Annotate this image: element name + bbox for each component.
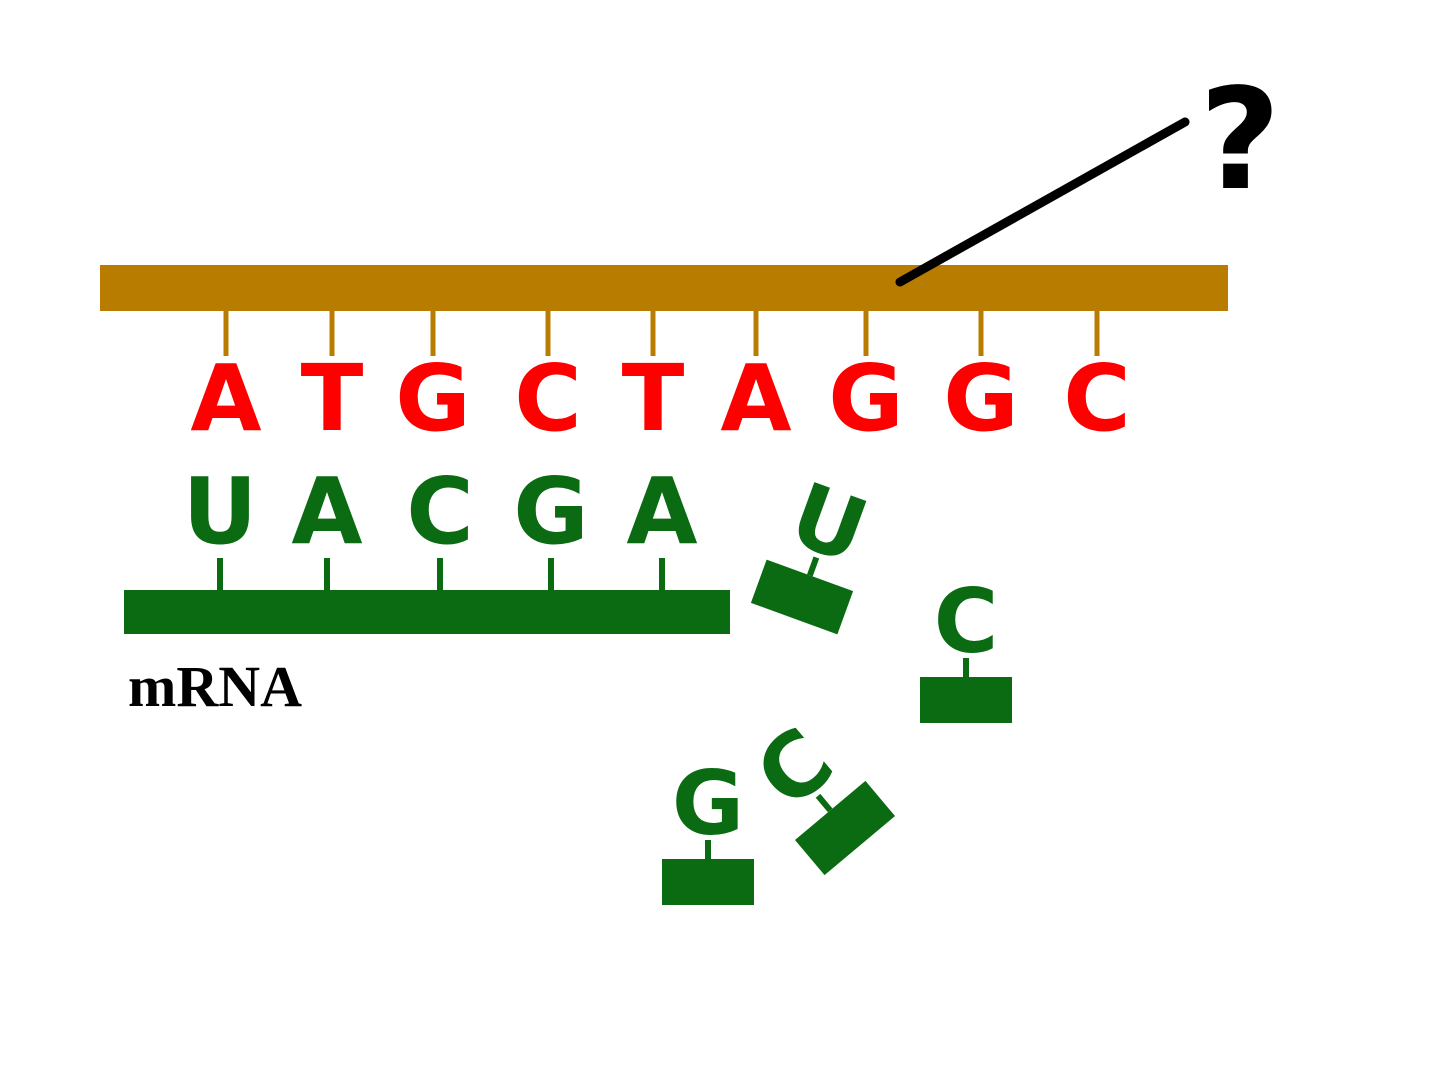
free-nucleotide: G [662, 752, 754, 905]
mrna-label: mRNA [128, 654, 302, 719]
dna-base-letter: C [1063, 345, 1131, 452]
dna-base-letter: C [514, 345, 582, 452]
free-nucleotide-letter: C [934, 570, 999, 673]
pointer-line [895, 117, 1190, 287]
dna-base-letter: A [720, 345, 791, 452]
question-mark: ? [1199, 59, 1280, 222]
mrna-base-letter: A [626, 458, 697, 565]
nucleotide-block [920, 677, 1012, 723]
mrna-base-letter: G [513, 458, 589, 565]
dna-base-letter: G [395, 345, 471, 452]
dna-base-letter: T [622, 345, 685, 452]
dna-base-letter: G [943, 345, 1019, 452]
free-nucleotide: C [737, 708, 896, 876]
nucleotide-stem [807, 556, 820, 577]
dna-base-letter: G [828, 345, 904, 452]
free-nucleotide: C [920, 570, 1012, 723]
nucleotide-block [750, 559, 854, 635]
dna-base-letter: A [190, 345, 261, 452]
mrna-base-letter: A [291, 458, 362, 565]
mrna-strand-backbone [124, 590, 730, 634]
free-nucleotide: U [750, 463, 880, 635]
free-nucleotide-letter: U [778, 463, 880, 584]
nucleotide-block [662, 859, 754, 905]
mrna-base-stems [217, 558, 665, 592]
dna-base-stems [223, 311, 1100, 356]
dna-base-letter: T [301, 345, 364, 452]
mrna-base-letter: C [406, 458, 474, 565]
mrna-base-letter: U [183, 458, 258, 565]
nucleotide-block [794, 780, 896, 876]
nucleotide-stem [815, 793, 833, 813]
free-nucleotide-letter: G [672, 752, 744, 855]
dna-strand-backbone [100, 265, 1228, 311]
